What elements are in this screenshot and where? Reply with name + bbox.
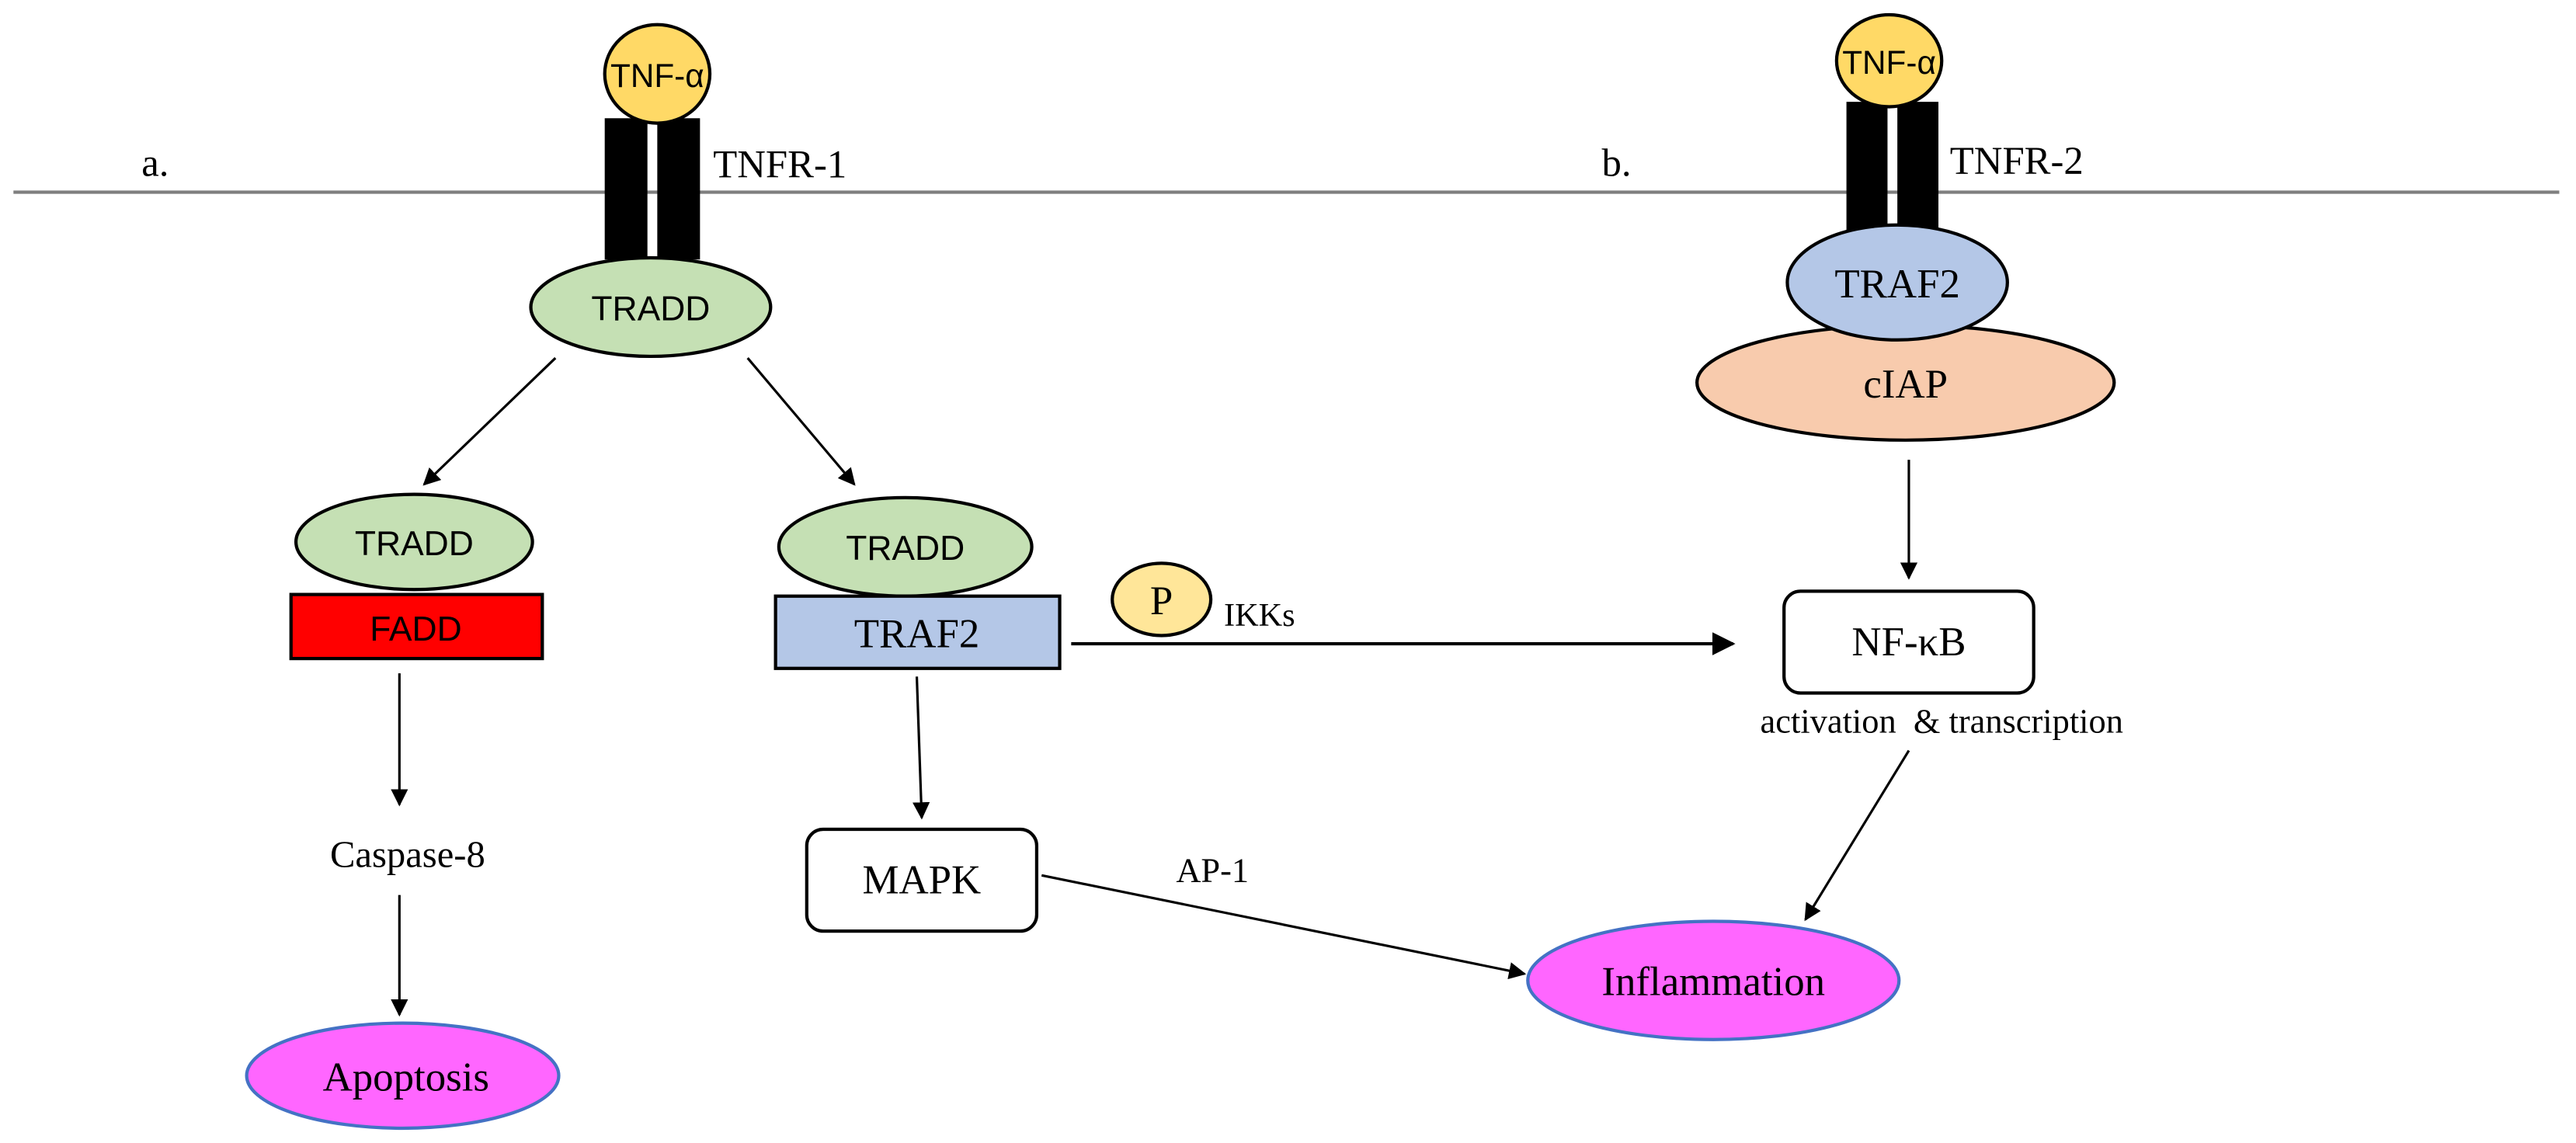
tnf-alpha-label-a: TNF-α [610, 57, 704, 94]
panel-label-a: a. [141, 141, 169, 184]
phosphate-marker: P [1111, 561, 1213, 638]
arrow-tradd-to-fadd [422, 356, 557, 486]
caspase8-label: Caspase-8 [330, 834, 485, 876]
nfkb-caption: activation & transcription [1761, 701, 2123, 740]
nfkb-node: NF-κB [1782, 589, 2035, 695]
tnfr2-label: TNFR-2 [1950, 139, 2084, 182]
apoptosis-label: Apoptosis [323, 1054, 489, 1100]
tnfr1-label: TNFR-1 [713, 142, 846, 186]
phosphate-label: P [1150, 578, 1173, 624]
traf2-node-b: TRAF2 [1785, 223, 2009, 342]
tradd-node-left: TRADD [294, 492, 534, 592]
inflammation-node: Inflammation [1526, 919, 1901, 1041]
ap1-label: AP-1 [1176, 851, 1249, 890]
tnfr2-receptor [1846, 102, 1939, 247]
ikks-label: IKKs [1224, 597, 1295, 634]
arrow-mapk-to-inflammation [1041, 874, 1527, 980]
tradd-label-right: TRADD [846, 530, 965, 568]
nfkb-label: NF-κB [1851, 620, 1966, 665]
tnf-alpha-label-b: TNF-α [1842, 44, 1936, 81]
mapk-label: MAPK [862, 858, 981, 903]
mapk-node: MAPK [805, 827, 1039, 933]
panel-label-b: b. [1601, 141, 1631, 184]
tnf-alpha-ligand-a: TNF-α [603, 23, 712, 125]
arrow-tradd-to-traf2 [746, 357, 856, 486]
fadd-label: FADD [370, 610, 461, 648]
tnfr1-receptor [604, 118, 700, 260]
tradd-label-top: TRADD [591, 290, 710, 328]
arrow-traf2-to-mapk [913, 676, 930, 820]
ciap-label: cIAP [1863, 362, 1948, 407]
tnf-alpha-ligand-b: TNF-α [1834, 12, 1944, 109]
apoptosis-node: Apoptosis [245, 1021, 561, 1131]
traf2-label-a: TRAF2 [854, 611, 980, 656]
inflammation-label: Inflammation [1601, 960, 1825, 1005]
fadd-node: FADD [289, 592, 544, 661]
ciap-node: cIAP [1695, 323, 2116, 442]
tradd-label-left: TRADD [355, 525, 474, 563]
tradd-node-right: TRADD [777, 495, 1034, 598]
arrow-nfkb-to-inflammation [1804, 749, 1910, 922]
traf2-node-a: TRAF2 [773, 594, 1062, 670]
traf2-label-b: TRAF2 [1834, 262, 1960, 307]
tradd-node-top: TRADD [529, 255, 773, 359]
